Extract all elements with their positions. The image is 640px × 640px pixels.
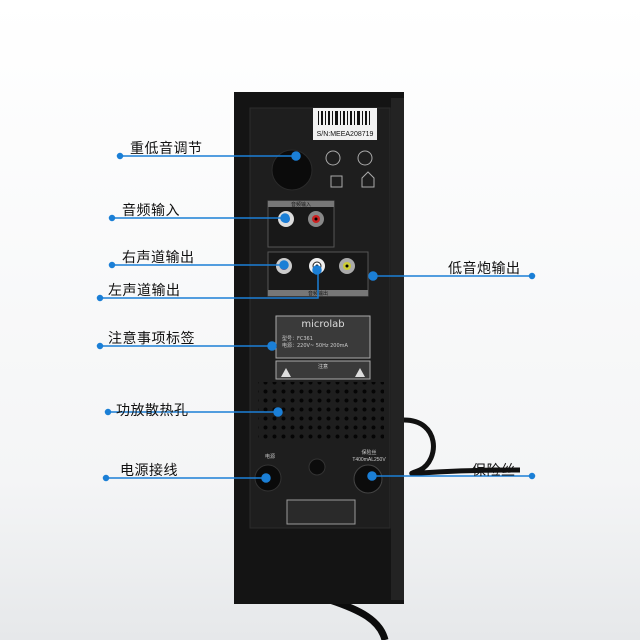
power-jack-label: 电源 xyxy=(265,453,275,460)
callout-warning-label: 注意事项标签 xyxy=(108,331,195,347)
rating-label xyxy=(275,315,371,359)
model-text: 型号：FC361 xyxy=(282,335,313,342)
callout-bass-adjust: 重低音调节 xyxy=(130,141,203,157)
bass-knob[interactable] xyxy=(271,149,313,191)
callout-line-right-out xyxy=(108,260,289,270)
power-rating-text: 电源：220V~ 50Hz 200mA xyxy=(282,342,348,349)
ground-screw xyxy=(308,458,326,476)
speaker-back-panel: S/N:MEEA208719 音频输入 音频输出 microlab 型号：FC3… xyxy=(234,92,404,604)
callout-heat-vent: 功放散热孔 xyxy=(116,403,189,419)
callout-audio-input: 音频输入 xyxy=(122,203,180,219)
callout-fuse: 保险丝 xyxy=(472,463,516,479)
callout-line-vent xyxy=(104,407,283,417)
callout-line-subwoofer xyxy=(368,271,536,281)
callout-right-output: 右声道输出 xyxy=(122,250,195,266)
warning-label xyxy=(275,360,371,380)
callout-line-bass xyxy=(116,151,301,161)
callout-power-cable: 电源接线 xyxy=(120,463,178,479)
callout-line-fuse xyxy=(367,471,536,481)
fuse-holder-label: 保险丝 xyxy=(361,449,376,456)
warning-title: 注意 xyxy=(318,363,328,370)
brand-logo: microlab xyxy=(301,319,344,330)
callout-line-power xyxy=(102,473,271,483)
callout-left-output: 左声道输出 xyxy=(108,283,181,299)
fuse-holder[interactable] xyxy=(353,464,383,494)
fuse-rating: T400mAL250V xyxy=(352,457,386,463)
power-cable xyxy=(403,417,521,477)
callout-line-left-out xyxy=(96,265,322,302)
callout-line-input xyxy=(108,213,290,223)
serial-number: S/N:MEEA208719 xyxy=(317,131,374,138)
input-group-title: 音频输入 xyxy=(291,201,311,208)
callout-line-label xyxy=(96,341,277,351)
callout-subwoofer-output: 低音炮输出 xyxy=(448,261,521,277)
